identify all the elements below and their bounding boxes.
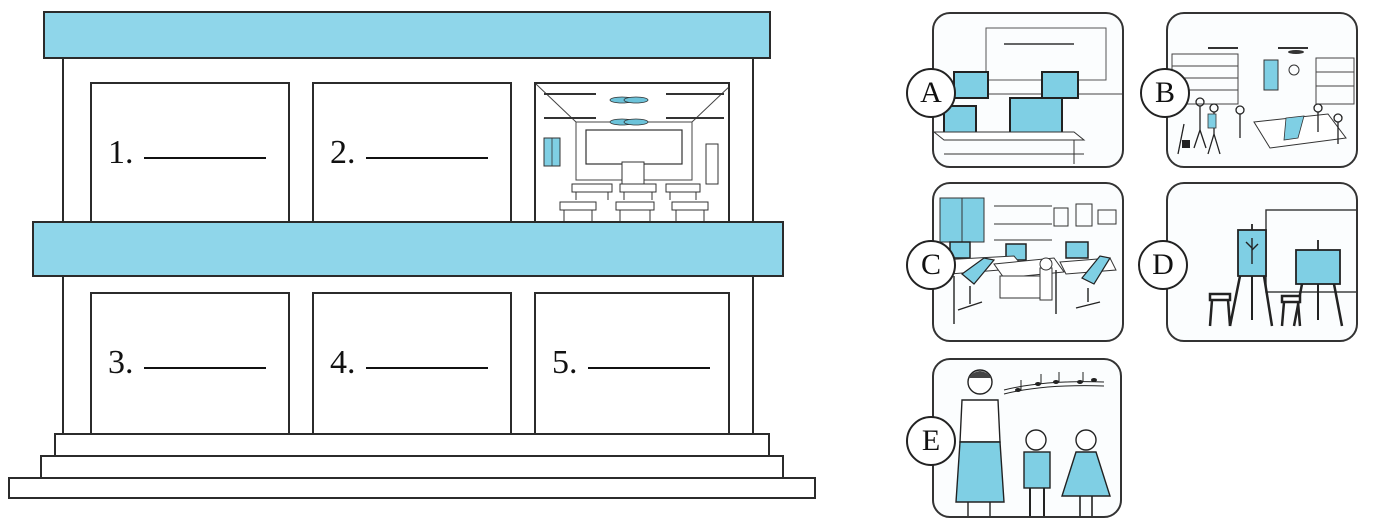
option-c-badge[interactable]: C <box>906 240 956 290</box>
option-a-card <box>932 12 1124 168</box>
computer-room-icon <box>934 14 1124 168</box>
roof-band <box>43 11 771 59</box>
room-1-answer-blank[interactable] <box>144 157 266 159</box>
option-c-card <box>932 182 1124 342</box>
option-e-card <box>932 358 1122 518</box>
step-middle <box>40 455 784 479</box>
music-room-icon <box>934 360 1122 518</box>
room-3-box: 3. <box>90 292 290 436</box>
step-bottom <box>8 477 816 499</box>
room-4-number: 4. <box>330 344 356 381</box>
option-b-letter: B <box>1155 78 1175 108</box>
middle-band <box>32 221 784 277</box>
room-2-number: 2. <box>330 134 356 171</box>
art-room-icon <box>1168 184 1358 342</box>
classroom-example-picture <box>534 82 730 224</box>
room-5-answer-blank[interactable] <box>588 367 710 369</box>
library-icon <box>1168 14 1358 168</box>
option-b-card <box>1166 12 1358 168</box>
option-e-letter: E <box>922 426 940 456</box>
option-d-card <box>1166 182 1358 342</box>
room-5-box: 5. <box>534 292 730 436</box>
option-d-letter: D <box>1152 250 1174 280</box>
room-1-number: 1. <box>108 134 134 171</box>
option-b-badge[interactable]: B <box>1140 68 1190 118</box>
room-4-box: 4. <box>312 292 512 436</box>
room-2-answer-blank[interactable] <box>366 157 488 159</box>
step-top <box>54 433 770 457</box>
option-d-badge[interactable]: D <box>1138 240 1188 290</box>
room-2-box: 2. <box>312 82 512 224</box>
room-3-answer-blank[interactable] <box>144 367 266 369</box>
classroom-icon <box>536 84 730 224</box>
room-4-answer-blank[interactable] <box>366 367 488 369</box>
option-a-badge[interactable]: A <box>906 68 956 118</box>
option-e-badge[interactable]: E <box>906 416 956 466</box>
room-3-number: 3. <box>108 344 134 381</box>
option-c-letter: C <box>921 250 941 280</box>
option-a-letter: A <box>920 78 942 108</box>
office-icon <box>934 184 1124 342</box>
room-1-box: 1. <box>90 82 290 224</box>
room-5-number: 5. <box>552 344 578 381</box>
